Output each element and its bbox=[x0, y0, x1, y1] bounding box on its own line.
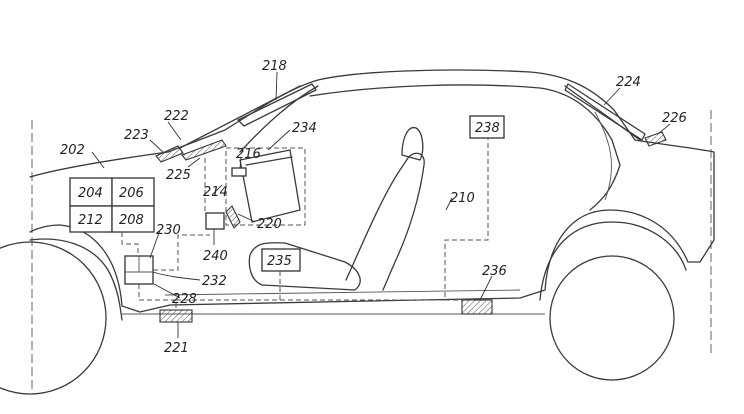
leader-225 bbox=[187, 157, 201, 168]
steering-column bbox=[239, 149, 301, 223]
label-232: 232 bbox=[202, 274, 227, 289]
label-204: 204 bbox=[78, 186, 103, 201]
module-206 bbox=[111, 177, 155, 207]
dash-sensor-225 bbox=[181, 139, 227, 161]
b-pillar bbox=[594, 111, 612, 201]
sensor-220 bbox=[225, 205, 241, 229]
leader-202 bbox=[91, 151, 105, 169]
link-230-to-221 bbox=[138, 284, 177, 310]
label-210: 210 bbox=[450, 191, 475, 206]
label-234: 234 bbox=[292, 121, 317, 136]
windshield-inner bbox=[239, 85, 319, 153]
link-floor-bus bbox=[176, 138, 489, 301]
link-230-to-dash bbox=[153, 234, 210, 271]
label-230: 230 bbox=[156, 223, 181, 238]
label-221: 221 bbox=[164, 341, 189, 356]
leader-228 bbox=[153, 283, 181, 299]
label-206: 206 bbox=[119, 186, 144, 201]
leader-234 bbox=[267, 129, 291, 151]
seat-back bbox=[345, 152, 425, 291]
leader-230 bbox=[149, 229, 161, 259]
rear-wheel bbox=[549, 255, 675, 381]
front-wheel-arc bbox=[29, 238, 123, 321]
label-202: 202 bbox=[60, 143, 85, 158]
rear-wheel-arch bbox=[539, 221, 687, 301]
label-214: 214 bbox=[203, 185, 228, 200]
leader-224 bbox=[603, 87, 621, 106]
label-218: 218 bbox=[262, 59, 287, 74]
label-240: 240 bbox=[203, 249, 228, 264]
hood-sensor bbox=[155, 145, 184, 163]
display-216 bbox=[231, 167, 247, 177]
leader-236 bbox=[479, 275, 493, 301]
leader-210 bbox=[445, 197, 453, 211]
steering-wheel bbox=[245, 156, 293, 166]
label-228: 228 bbox=[172, 292, 197, 307]
leader-214 bbox=[211, 184, 223, 196]
label-223: 223 bbox=[124, 128, 149, 143]
roof-sensor-strip bbox=[237, 83, 317, 127]
leader-222 bbox=[167, 121, 182, 141]
leader-232 bbox=[152, 271, 201, 281]
leader-216 bbox=[239, 157, 242, 169]
link-boxes-to-230 bbox=[121, 232, 139, 256]
seat-headrest bbox=[401, 126, 424, 161]
module-238 bbox=[469, 115, 505, 139]
label-224: 224 bbox=[616, 75, 641, 90]
sill-line bbox=[164, 289, 521, 296]
window-frame bbox=[309, 84, 621, 211]
module-208 bbox=[111, 205, 155, 233]
label-220: 220 bbox=[257, 217, 282, 232]
label-208: 208 bbox=[119, 213, 144, 228]
sensor-236 bbox=[461, 299, 493, 315]
label-225: 225 bbox=[166, 168, 191, 183]
leader-223 bbox=[149, 139, 165, 154]
leader-226 bbox=[657, 123, 671, 135]
label-222: 222 bbox=[164, 109, 189, 124]
dashboard-region bbox=[225, 147, 306, 226]
front-wheel bbox=[0, 241, 107, 395]
sensor-221 bbox=[159, 309, 193, 323]
leader-218 bbox=[275, 71, 278, 101]
label-238: 238 bbox=[475, 121, 500, 136]
label-236: 236 bbox=[482, 264, 507, 279]
leader-220 bbox=[237, 213, 256, 223]
label-226: 226 bbox=[662, 111, 687, 126]
module-212 bbox=[69, 205, 113, 233]
rear-window-strip bbox=[564, 83, 646, 141]
windshield-line bbox=[179, 85, 301, 149]
label-216: 216 bbox=[236, 147, 261, 162]
label-235: 235 bbox=[267, 254, 292, 269]
rear-sensor bbox=[644, 131, 667, 147]
label-212: 212 bbox=[78, 213, 103, 228]
seat-module-235 bbox=[261, 248, 301, 272]
controller-240 bbox=[205, 212, 225, 230]
seat-cushion bbox=[248, 242, 361, 291]
